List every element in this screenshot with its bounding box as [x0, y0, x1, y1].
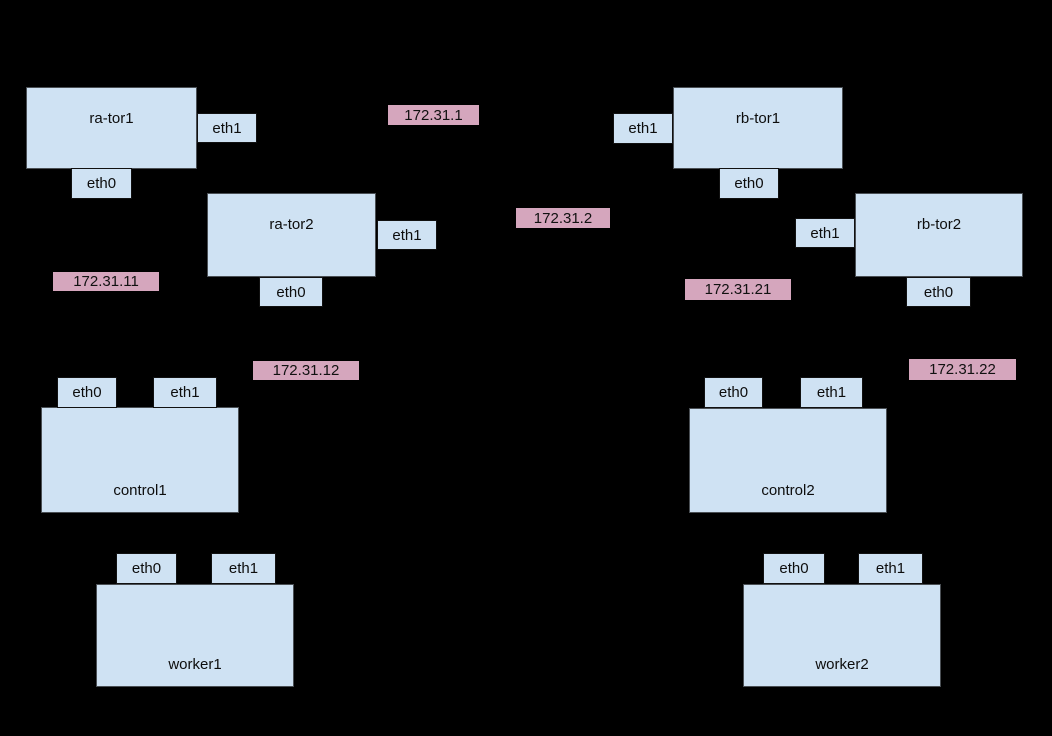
- port-ra-tor1-eth1: eth1: [197, 113, 257, 143]
- ip-label-172-31-22: 172.31.22: [909, 359, 1016, 380]
- port-control2-eth1: eth1: [800, 377, 863, 408]
- ip-label-172-31-2: 172.31.2: [516, 208, 610, 228]
- node-control1-label: control1: [113, 482, 167, 499]
- port-control2-eth0: eth0: [704, 377, 763, 408]
- port-ra-tor2-eth1: eth1: [377, 220, 437, 250]
- port-rb-tor1-eth0: eth0: [719, 168, 779, 199]
- node-worker1-label: worker1: [168, 656, 222, 673]
- port-worker2-eth0: eth0: [763, 553, 825, 584]
- node-worker1: worker1: [96, 584, 294, 687]
- node-ra-tor2: ra-tor2: [207, 193, 376, 277]
- node-ra-tor1: ra-tor1: [26, 87, 197, 169]
- port-worker1-eth1: eth1: [211, 553, 276, 584]
- node-control1: control1: [41, 407, 239, 513]
- port-rb-tor2-eth1: eth1: [795, 218, 855, 248]
- port-ra-tor2-eth0: eth0: [259, 277, 323, 307]
- node-ra-tor2-label: ra-tor2: [269, 216, 314, 233]
- ip-label-172-31-1: 172.31.1: [388, 105, 479, 125]
- node-worker2: worker2: [743, 584, 941, 687]
- node-rb-tor2: rb-tor2: [855, 193, 1023, 277]
- port-worker1-eth0: eth0: [116, 553, 177, 584]
- port-control1-eth0: eth0: [57, 377, 117, 408]
- node-rb-tor2-label: rb-tor2: [916, 216, 962, 233]
- node-control2: control2: [689, 408, 887, 513]
- ip-label-172-31-21: 172.31.21: [685, 279, 791, 300]
- node-worker2-label: worker2: [815, 656, 869, 673]
- port-ra-tor1-eth0: eth0: [71, 168, 132, 199]
- port-control1-eth1: eth1: [153, 377, 217, 408]
- port-rb-tor2-eth0: eth0: [906, 277, 971, 307]
- port-rb-tor1-eth1: eth1: [613, 113, 673, 144]
- ip-label-172-31-11: 172.31.11: [53, 272, 159, 291]
- port-worker2-eth1: eth1: [858, 553, 923, 584]
- node-ra-tor1-label: ra-tor1: [89, 110, 134, 127]
- node-rb-tor1: rb-tor1: [673, 87, 843, 169]
- node-rb-tor1-label: rb-tor1: [735, 110, 781, 127]
- node-control2-label: control2: [761, 482, 815, 499]
- ip-label-172-31-12: 172.31.12: [253, 361, 359, 380]
